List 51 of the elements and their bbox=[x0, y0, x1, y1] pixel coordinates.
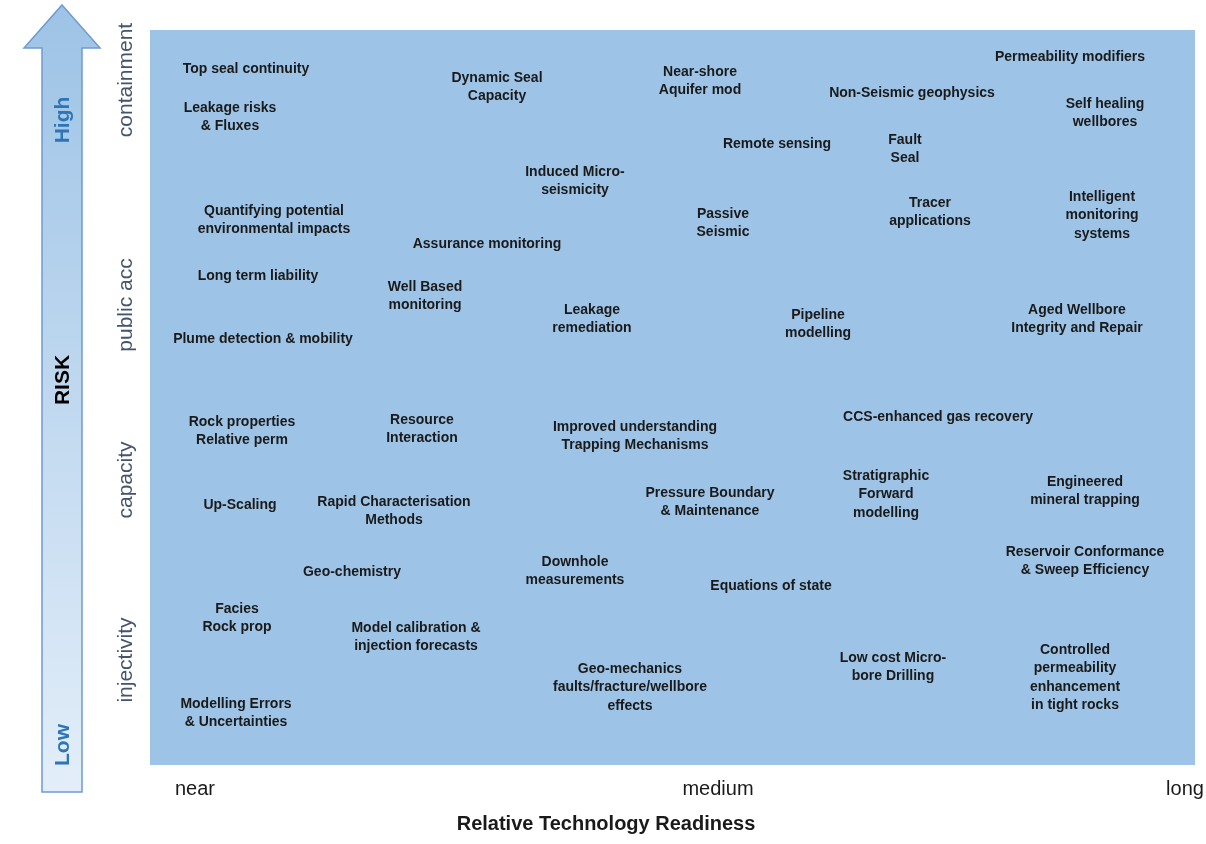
topic-label: Downhole measurements bbox=[524, 551, 626, 589]
topic-label: Equations of state bbox=[710, 575, 832, 595]
topic-label: Up-Scaling bbox=[203, 494, 277, 514]
topic-label: Model calibration & injection forecasts bbox=[350, 617, 482, 655]
topic-label: Quantifying potential environmental impacts bbox=[196, 200, 352, 238]
topic-label: Long term liability bbox=[197, 265, 319, 285]
topic-label: Improved understanding Trapping Mechanisms bbox=[551, 416, 719, 454]
axis-tick-label: medium bbox=[682, 775, 754, 801]
topic-label: Controlled permeability enhancement in tight rocks bbox=[1028, 640, 1122, 714]
axis-title: RISK bbox=[49, 354, 75, 406]
topic-label: Assurance monitoring bbox=[412, 233, 562, 253]
topic-label: Geo-mechanics faults/fracture/wellbore effects bbox=[551, 659, 708, 715]
topic-label: Facies Rock prop bbox=[201, 598, 273, 636]
topic-label: Engineered mineral trapping bbox=[1029, 471, 1141, 509]
topic-label: Top seal continuity bbox=[182, 58, 310, 78]
topic-label: Well Based monitoring bbox=[386, 276, 464, 314]
topic-label: CCS-enhanced gas recovery bbox=[843, 406, 1033, 426]
topic-label: Remote sensing bbox=[722, 133, 832, 153]
topic-label: Self healing wellbores bbox=[1064, 93, 1146, 131]
topic-label: Pipeline modelling bbox=[783, 304, 853, 342]
axis-end-label: Low bbox=[49, 724, 75, 766]
topic-label: Modelling Errors & Uncertainties bbox=[179, 693, 293, 731]
topic-label: Aged Wellbore Integrity and Repair bbox=[1010, 299, 1144, 337]
topic-label: Geo-chemistry bbox=[303, 561, 401, 581]
topic-label: Fault Seal bbox=[887, 129, 923, 167]
topic-label: Rapid Characterisation Methods bbox=[316, 491, 472, 529]
topic-label: Non-Seismic geophysics bbox=[829, 82, 995, 102]
topic-label: Leakage remediation bbox=[551, 299, 633, 337]
topic-label: Near-shore Aquifer mod bbox=[657, 61, 743, 99]
topic-label: Resource Interaction bbox=[385, 409, 459, 447]
axis-title: Relative Technology Readiness bbox=[456, 810, 756, 836]
topic-label: Passive Seismic bbox=[695, 203, 751, 241]
category-label: capacity bbox=[112, 441, 138, 519]
category-label: containment bbox=[112, 22, 138, 138]
topic-label: Stratigraphic Forward modelling bbox=[841, 466, 931, 522]
topic-label: Induced Micro-seismicity bbox=[524, 161, 626, 199]
category-label: injectivity bbox=[112, 617, 138, 703]
axis-end-label: High bbox=[49, 96, 75, 144]
topic-label: Rock properties Relative perm bbox=[187, 411, 297, 449]
topic-label: Permeability modifiers bbox=[994, 46, 1146, 66]
topic-label: Dynamic Seal Capacity bbox=[450, 67, 544, 105]
axis-tick-label: near bbox=[175, 775, 215, 801]
topic-label: Pressure Boundary & Maintenance bbox=[644, 482, 776, 520]
topic-label: Leakage risks & Fluxes bbox=[182, 97, 278, 135]
topic-label: Low cost Micro-bore Drilling bbox=[838, 647, 948, 685]
topic-label: Tracer applications bbox=[888, 192, 972, 230]
topic-label: Reservoir Conformance & Sweep Efficiency bbox=[1004, 541, 1166, 579]
category-label: public acc bbox=[112, 258, 138, 352]
topic-label: Plume detection & mobility bbox=[172, 328, 354, 348]
axis-tick-label: long bbox=[1166, 775, 1204, 801]
topic-label: Intelligent monitoring systems bbox=[1064, 187, 1140, 243]
